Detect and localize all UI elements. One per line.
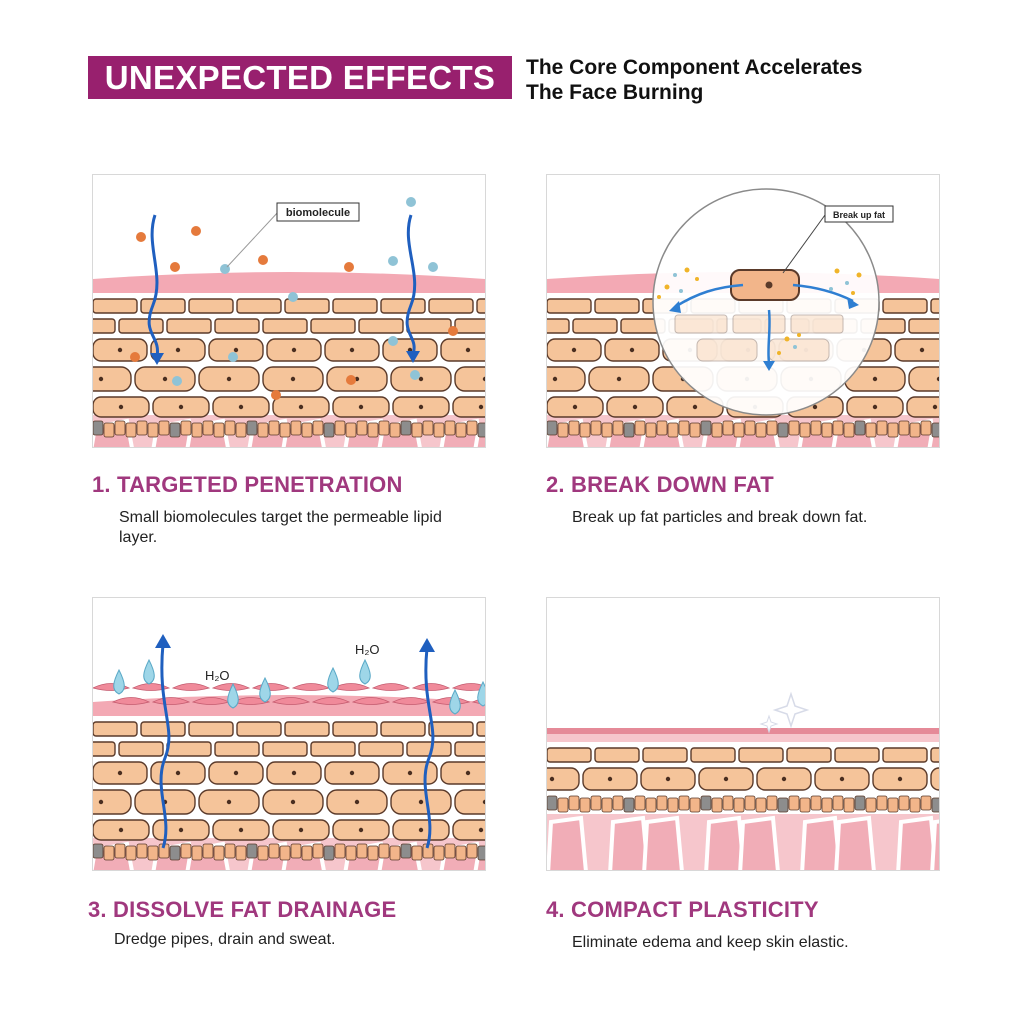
panel-dissolve-fat-drainage: H₂O H₂O	[92, 597, 486, 871]
biomolecule-particles	[130, 197, 458, 400]
step-1-description: Small biomolecules target the permeable …	[119, 509, 442, 546]
break-arrow-left	[674, 283, 744, 309]
biomolecule-label: biomolecule	[286, 207, 350, 219]
step-2-title: 2. BREAK DOWN FAT	[546, 472, 774, 497]
header-subtitle: The Core Component Accelerates The Face …	[526, 55, 946, 105]
break-up-fat-label: Break up fat	[833, 210, 885, 220]
header-banner: UNEXPECTED EFFECTS	[88, 56, 512, 99]
biomolecule-label-box	[276, 202, 360, 222]
penetration-arrow-left	[147, 214, 160, 358]
faded-cells	[674, 314, 844, 362]
label-leader-line	[226, 210, 280, 268]
step-2-description: Break up fat particles and break down fa…	[572, 509, 868, 526]
step-4-title: 4. COMPACT PLASTICITY	[546, 897, 819, 922]
skin-layers	[93, 683, 485, 870]
fat-particles	[657, 267, 862, 355]
break-arrow-down	[767, 309, 771, 364]
step-4-description: Eliminate edema and keep skin elastic.	[572, 934, 849, 951]
label-leader-line	[782, 214, 826, 274]
step-3-title: 3. DISSOLVE FAT DRAINAGE	[88, 897, 397, 922]
sparkle-small-icon	[759, 714, 779, 734]
magnifier-circle	[652, 188, 880, 416]
penetration-arrow-right	[405, 214, 417, 356]
h2o-label-1: H₂O	[205, 668, 230, 683]
h2o-label-2: H₂O	[355, 642, 380, 657]
sparkle-icon	[772, 691, 810, 729]
step-3-description: Dredge pipes, drain and sweat.	[114, 931, 336, 948]
drainage-arrow-right	[423, 647, 435, 849]
water-drops	[113, 658, 485, 715]
skin-layers	[547, 728, 939, 870]
subtitle-line-2: The Face Burning	[526, 81, 704, 104]
break-up-fat-label-box	[824, 205, 894, 223]
subtitle-line-1: The Core Component Accelerates	[526, 56, 863, 79]
drainage-arrow-left	[159, 643, 171, 849]
panel-break-down-fat: Break up fat	[546, 174, 940, 448]
banner-title: UNEXPECTED EFFECTS	[104, 59, 496, 96]
panel-targeted-penetration: biomolecule	[92, 174, 486, 448]
step-1-title: 1. TARGETED PENETRATION	[92, 472, 403, 497]
skin-layers	[93, 272, 485, 447]
panel-compact-plasticity	[546, 597, 940, 871]
